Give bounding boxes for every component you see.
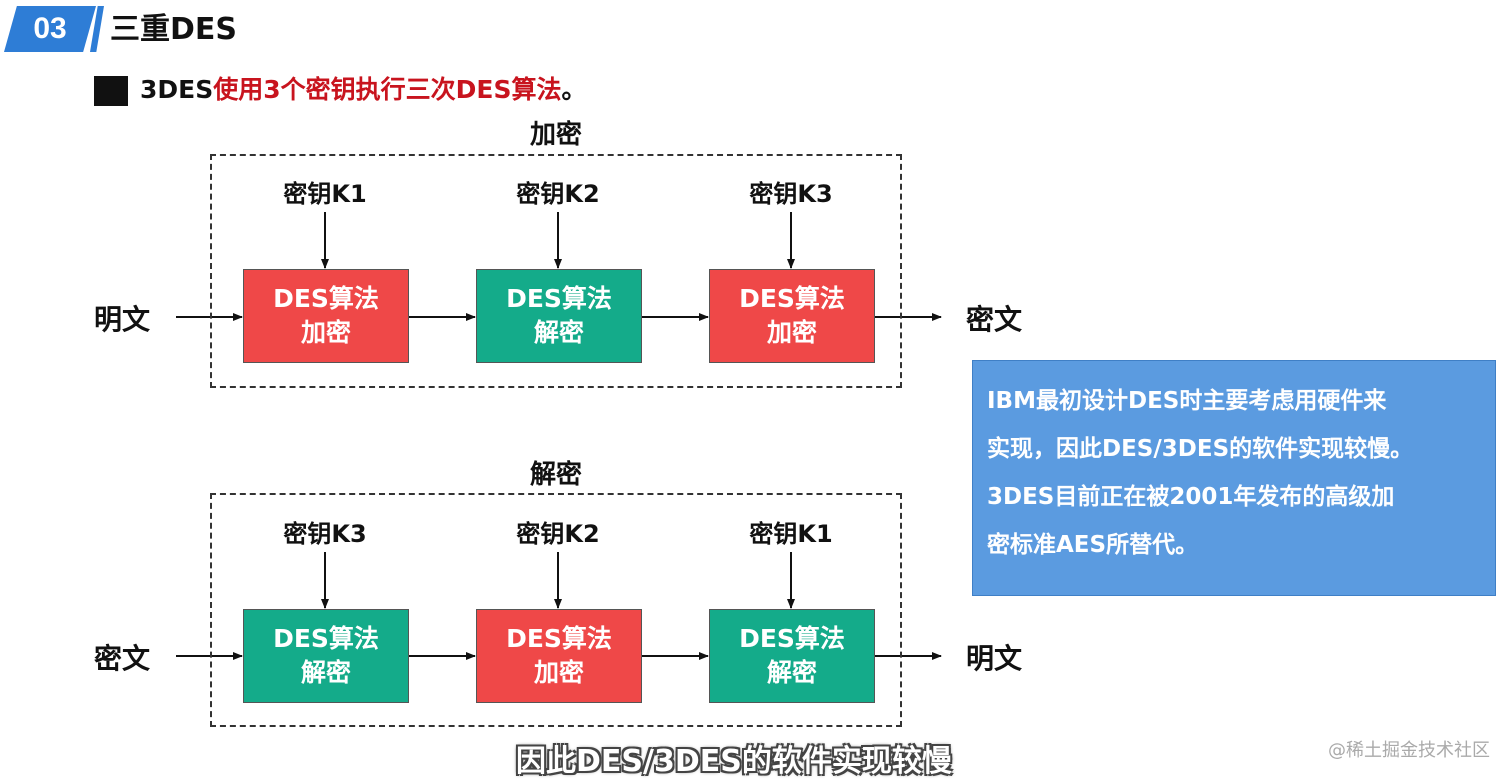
section-title: 三重DES: [110, 12, 238, 47]
section-number-badge: 03: [4, 6, 96, 52]
enc-box-2-line2: 解密: [533, 318, 584, 347]
enc-box-1: DES算法 加密: [243, 269, 409, 363]
note-box: IBM最初设计DES时主要考虑用硬件来 实现，因此DES/3DES的软件实现较慢…: [972, 360, 1496, 596]
enc-output-label: 密文: [966, 303, 1023, 336]
subtitle-highlight: 使用3个密钥执行三次DES算法: [213, 75, 562, 104]
encryption-frame: [210, 154, 902, 388]
dec-key-1: 密钥K3: [283, 520, 367, 548]
enc-key-1: 密钥K1: [283, 180, 367, 208]
dec-box-3: DES算法 解密: [709, 609, 875, 703]
enc-box-1-line1: DES算法: [273, 284, 379, 313]
decryption-title: 解密: [529, 460, 582, 490]
dec-box-3-line2: 解密: [766, 658, 817, 687]
watermark: @稀土掘金技术社区: [1328, 740, 1490, 761]
dec-box-2: DES算法 加密: [476, 609, 642, 703]
encryption-title: 加密: [529, 120, 582, 150]
dec-box-2-line1: DES算法: [506, 624, 612, 653]
enc-box-2-line1: DES算法: [506, 284, 612, 313]
enc-key-3: 密钥K3: [749, 180, 833, 208]
dec-box-1-line1: DES算法: [273, 624, 379, 653]
dec-box-1-line2: 解密: [300, 658, 351, 687]
decryption-frame: [210, 493, 902, 727]
video-subtitle-caption: 因此DES/3DES的软件实现较慢: [516, 744, 952, 779]
enc-box-1-line2: 加密: [300, 318, 351, 347]
dec-output-label: 明文: [966, 642, 1023, 675]
enc-key-2: 密钥K2: [516, 180, 600, 208]
dec-input-label: 密文: [94, 642, 151, 675]
subtitle-prefix: 3DES: [140, 75, 214, 104]
bullet-square-icon: [94, 76, 128, 106]
dec-box-2-line2: 加密: [533, 658, 584, 687]
enc-input-label: 明文: [94, 303, 151, 336]
dec-box-1: DES算法 解密: [243, 609, 409, 703]
subtitle: 3DES使用3个密钥执行三次DES算法。: [140, 72, 586, 108]
note-line-4: 密标准AES所替代。: [987, 532, 1199, 558]
enc-box-3-line2: 加密: [766, 318, 817, 347]
enc-box-2: DES算法 解密: [476, 269, 642, 363]
note-line-2: 实现，因此DES/3DES的软件实现较慢。: [987, 436, 1414, 462]
dec-box-3-line1: DES算法: [739, 624, 845, 653]
enc-box-3: DES算法 加密: [709, 269, 875, 363]
note-line-1: IBM最初设计DES时主要考虑用硬件来: [987, 388, 1387, 414]
note-line-3: 3DES目前正在被2001年发布的高级加: [987, 484, 1395, 510]
dec-key-2: 密钥K2: [516, 520, 600, 548]
subtitle-suffix: 。: [561, 75, 587, 104]
enc-box-3-line1: DES算法: [739, 284, 845, 313]
dec-key-3: 密钥K1: [749, 520, 833, 548]
